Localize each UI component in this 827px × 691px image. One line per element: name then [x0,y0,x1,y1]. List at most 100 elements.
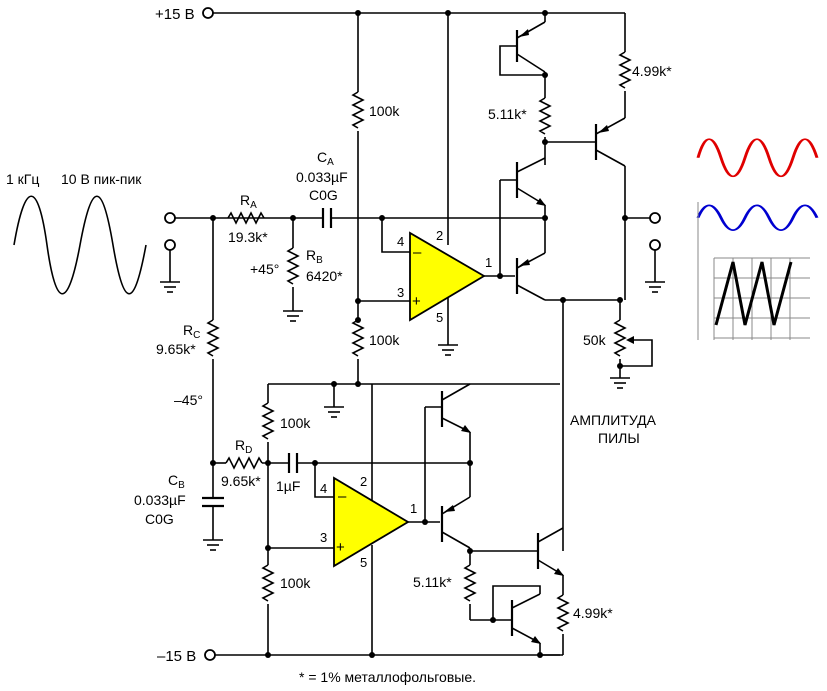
positive-supply-terminal [202,7,214,19]
rd-value: 9.65k* [221,473,261,489]
r511k-bot-value: 5.11k* [413,574,452,590]
positive-supply-label: +15 В [155,6,195,23]
potentiometer-50k: 50k [583,319,653,367]
svg-text:+: + [412,293,421,310]
svg-text:CB: CB [168,472,185,491]
positive-rail: +15 В [155,6,625,23]
r100k-low-bot-value: 100k [280,575,311,591]
rc-value: 9.65k* [156,341,196,357]
ca-name: C [317,149,327,165]
pot50k-value: 50k [583,332,607,348]
r499k-top-value: 4.99k* [632,63,672,79]
lower-pin1: 1 [410,501,417,516]
resistor-rc: RC 9.65k* [156,319,220,357]
rd-sub: D [245,445,252,456]
cb-sub: B [178,480,185,491]
negative-rail: –15 В [157,648,560,665]
ground-symbol [283,310,303,322]
svg-text:–: – [338,488,347,505]
lower-pin4: 4 [320,481,327,496]
output-terminal [649,212,661,224]
upper-opamp: – + 4 2 3 5 1 [397,228,492,325]
input-terminal [164,212,176,224]
upper-pin5: 5 [436,310,443,325]
ground-symbol [645,281,665,293]
svg-text:–: – [413,244,422,261]
svg-text:RB: RB [306,247,323,266]
r100k-top-value: 100k [369,103,400,119]
svg-text:RD: RD [235,437,252,456]
capacitor-cb: CB 0.033µF C0G [134,472,224,527]
input-ground-terminal [164,239,176,251]
resistor-100k-low-bot: 100k [261,564,311,602]
r499k-bot-value: 4.99k* [573,605,613,621]
resistor-499k-bot: 4.99k* [556,594,613,632]
upper-pin1: 1 [485,255,492,270]
transistor-q3 [515,218,623,303]
cb-type: C0G [145,511,174,527]
input-frequency-label: 1 кГц [6,171,39,187]
transistor-q8 [536,527,564,576]
upper-pin2: 2 [436,228,443,243]
ra-value: 19.3k* [228,229,268,245]
lower-pin2: 2 [360,474,367,489]
upper-pin3: 3 [397,285,404,300]
c1uf-value: 1µF [276,478,300,494]
resistor-ra: RA 19.3k* [227,192,268,245]
input-sine-waveform: 1 кГц 10 В пик-пик [6,171,147,295]
resistor-100k-low-top: 100k [261,402,311,440]
ra-name: R [240,192,250,208]
ground-symbol [610,377,630,389]
input-amplitude-label: 10 В пик-пик [61,171,142,187]
resistor-511k-bot: 5.11k* [413,564,477,602]
transistor-q1 [499,10,548,78]
svg-text:CA: CA [317,149,334,168]
r511k-top-value: 5.11k* [488,106,527,122]
ground-symbol [438,344,458,356]
upper-pin4: 4 [397,234,404,249]
lower-opamp: – + 4 2 3 5 1 [320,474,417,570]
ground-symbol [203,539,223,551]
rb-name: R [306,247,316,263]
ground-symbol [160,281,180,293]
footnote: * = 1% металлофольговые. [299,669,476,685]
ca-sub: A [327,157,334,168]
transistor-q4 [594,117,626,300]
minus45-label: –45° [174,392,203,408]
r100k-low-top-value: 100k [280,415,311,431]
lower-pin3: 3 [320,530,327,545]
capacitor-1uf: 1µF [276,453,300,494]
lower-pin5: 5 [360,555,367,570]
rc-name: R [183,322,193,338]
plus45-label: +45° [250,261,279,277]
negative-supply-label: –15 В [157,648,196,665]
amplitude-label-line1: АМПЛИТУДА [570,412,657,428]
cb-name: C [168,472,178,488]
cb-value: 0.033µF [134,492,186,508]
svg-text:RA: RA [240,192,257,211]
transistor-q6 [440,463,471,565]
output-waveforms [696,138,819,340]
svg-text:RC: RC [183,322,200,341]
resistor-rd: RD 9.65k* [221,437,263,489]
rd-name: R [235,437,245,453]
r100k-mid-value: 100k [369,332,400,348]
transistor-q5 [425,383,471,463]
resistor-100k-mid: 100k [351,319,400,357]
capacitor-ca: CA 0.033µF C0G [296,149,348,228]
negative-supply-terminal [204,649,216,661]
ca-value: 0.033µF [296,169,348,185]
amplitude-label-line2: ПИЛЫ [598,430,640,446]
ca-type: C0G [309,187,338,203]
output-ground-terminal [649,239,661,251]
rb-sub: B [316,255,323,266]
rb-value: 6420* [306,268,343,284]
rc-sub: C [193,330,200,341]
resistor-511k-top: 5.11k* [488,97,552,135]
ground-symbol [324,406,344,418]
svg-text:+: + [336,539,345,556]
transistor-q7 [470,585,541,655]
ra-sub: A [250,200,257,211]
